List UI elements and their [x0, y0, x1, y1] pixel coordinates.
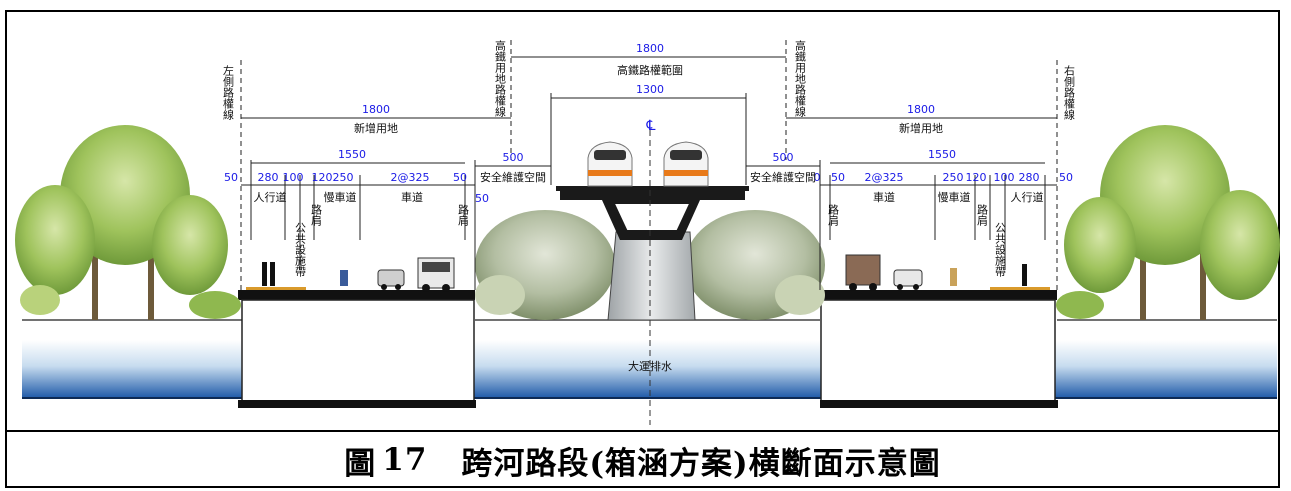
label-left-row-line: 左側路權線: [222, 65, 235, 120]
dim-hsr-row: 1800: [636, 42, 664, 55]
dimension-ticks: [250, 93, 1046, 290]
label-sidewalk-right: 人行道: [1011, 190, 1044, 204]
label-new-land-left: 新增用地: [354, 121, 398, 135]
label-centerline: ℄: [646, 118, 656, 134]
dim-new-land-right: 1800: [907, 103, 935, 116]
dim-road-right: 1550: [928, 148, 956, 161]
label-facility-left: 公共設施帶: [294, 222, 307, 277]
dimension-numbers: 1800 1300 1800 1800 1550 1550 500 500 50…: [224, 42, 1073, 205]
label-hsr-range: 高鐵路權範圍: [617, 63, 683, 77]
label-safety-right: 安全維護空間: [750, 170, 816, 184]
right-road-vehicles: [845, 254, 1027, 291]
label-slow-lane-right: 慢車道: [938, 190, 971, 204]
diagram-labels: 高鐵路權範圍 新增用地 新增用地 安全維護空間 安全維護空間 人行道 慢車道 車…: [254, 63, 1044, 373]
label-new-land-right: 新增用地: [899, 121, 943, 135]
left-box-culvert: [238, 287, 476, 408]
dim-viaduct: 1300: [636, 83, 664, 96]
label-facility-right: 公共設施帶: [994, 222, 1007, 277]
dim-lanes-right: 2@325: [865, 171, 904, 184]
dim-road-left: 1550: [338, 148, 366, 161]
channel-water: [22, 340, 1277, 398]
dim-shoulder-left: 120: [312, 171, 333, 184]
dim-lanes-left: 2@325: [391, 171, 430, 184]
label-shoulder-right-1: 路肩: [827, 204, 840, 227]
dim-sidewalk-right: 280: [1019, 171, 1040, 184]
label-lane-right: 車道: [873, 190, 895, 204]
dim-slow-lane-left: 250: [333, 171, 354, 184]
dim-facility-right: 100: [994, 171, 1015, 184]
dim-edge-50-left-mid: 50: [475, 192, 489, 205]
left-road-vehicles: [262, 257, 455, 292]
dim-slow-lane-right: 250: [943, 171, 964, 184]
dim-safety-right: 500: [773, 151, 794, 164]
dimension-lines: [241, 56, 1057, 186]
label-slow-lane-left: 慢車道: [324, 190, 357, 204]
label-sidewalk-left: 人行道: [254, 190, 287, 204]
dim-shoulder-right: 120: [966, 171, 987, 184]
figure-caption: 圖 17 跨河路段(箱涵方案)横斷面示意圖: [7, 430, 1278, 488]
dim-sidewalk-left: 280: [258, 171, 279, 184]
middle-trees-illustration: [475, 210, 825, 320]
caption-figure-number: 17: [382, 442, 428, 478]
label-hsr-row-line-right: 高鐵用地路權線: [794, 39, 807, 117]
dim-edge-left: 50: [224, 171, 238, 184]
caption-figure-word: 圖: [344, 445, 377, 482]
dim-50-right-inner: 50: [831, 171, 845, 184]
label-shoulder-left-2: 路肩: [457, 204, 470, 227]
dim-safety-left: 500: [503, 151, 524, 164]
dim-edge-cut-right: 0: [814, 171, 821, 184]
label-lane-left: 車道: [401, 190, 423, 204]
dim-edge-right: 50: [1059, 171, 1073, 184]
row-vertical-lines: [240, 40, 1058, 290]
vertical-labels: 左側路權線 右側路權線 高鐵用地路權線 高鐵用地路權線 路肩 路肩 路肩 路肩 …: [222, 39, 1076, 277]
dim-new-land-left: 1800: [362, 103, 390, 116]
train-left-illustration: [587, 141, 633, 187]
label-channel: 大運排水: [628, 359, 672, 373]
left-trees-illustration: [15, 125, 241, 320]
label-shoulder-right-2: 路肩: [976, 204, 989, 227]
label-hsr-row-line-left: 高鐵用地路權線: [494, 39, 507, 117]
right-box-culvert: [820, 287, 1058, 408]
label-shoulder-left-1: 路肩: [310, 204, 323, 227]
right-trees-illustration: [1056, 125, 1280, 320]
label-right-row-line: 右側路權線: [1063, 64, 1076, 120]
train-right-illustration: [663, 141, 709, 187]
caption-title: 跨河路段(箱涵方案)横斷面示意圖: [461, 445, 941, 482]
dim-50-left-inner: 50: [453, 171, 467, 184]
hsr-viaduct: [556, 141, 749, 321]
cross-section-diagram: 1800 1300 1800 1800 1550 1550 500 500 50…: [15, 39, 1280, 425]
label-safety-left: 安全維護空間: [480, 170, 546, 184]
dim-facility-left: 100: [283, 171, 304, 184]
